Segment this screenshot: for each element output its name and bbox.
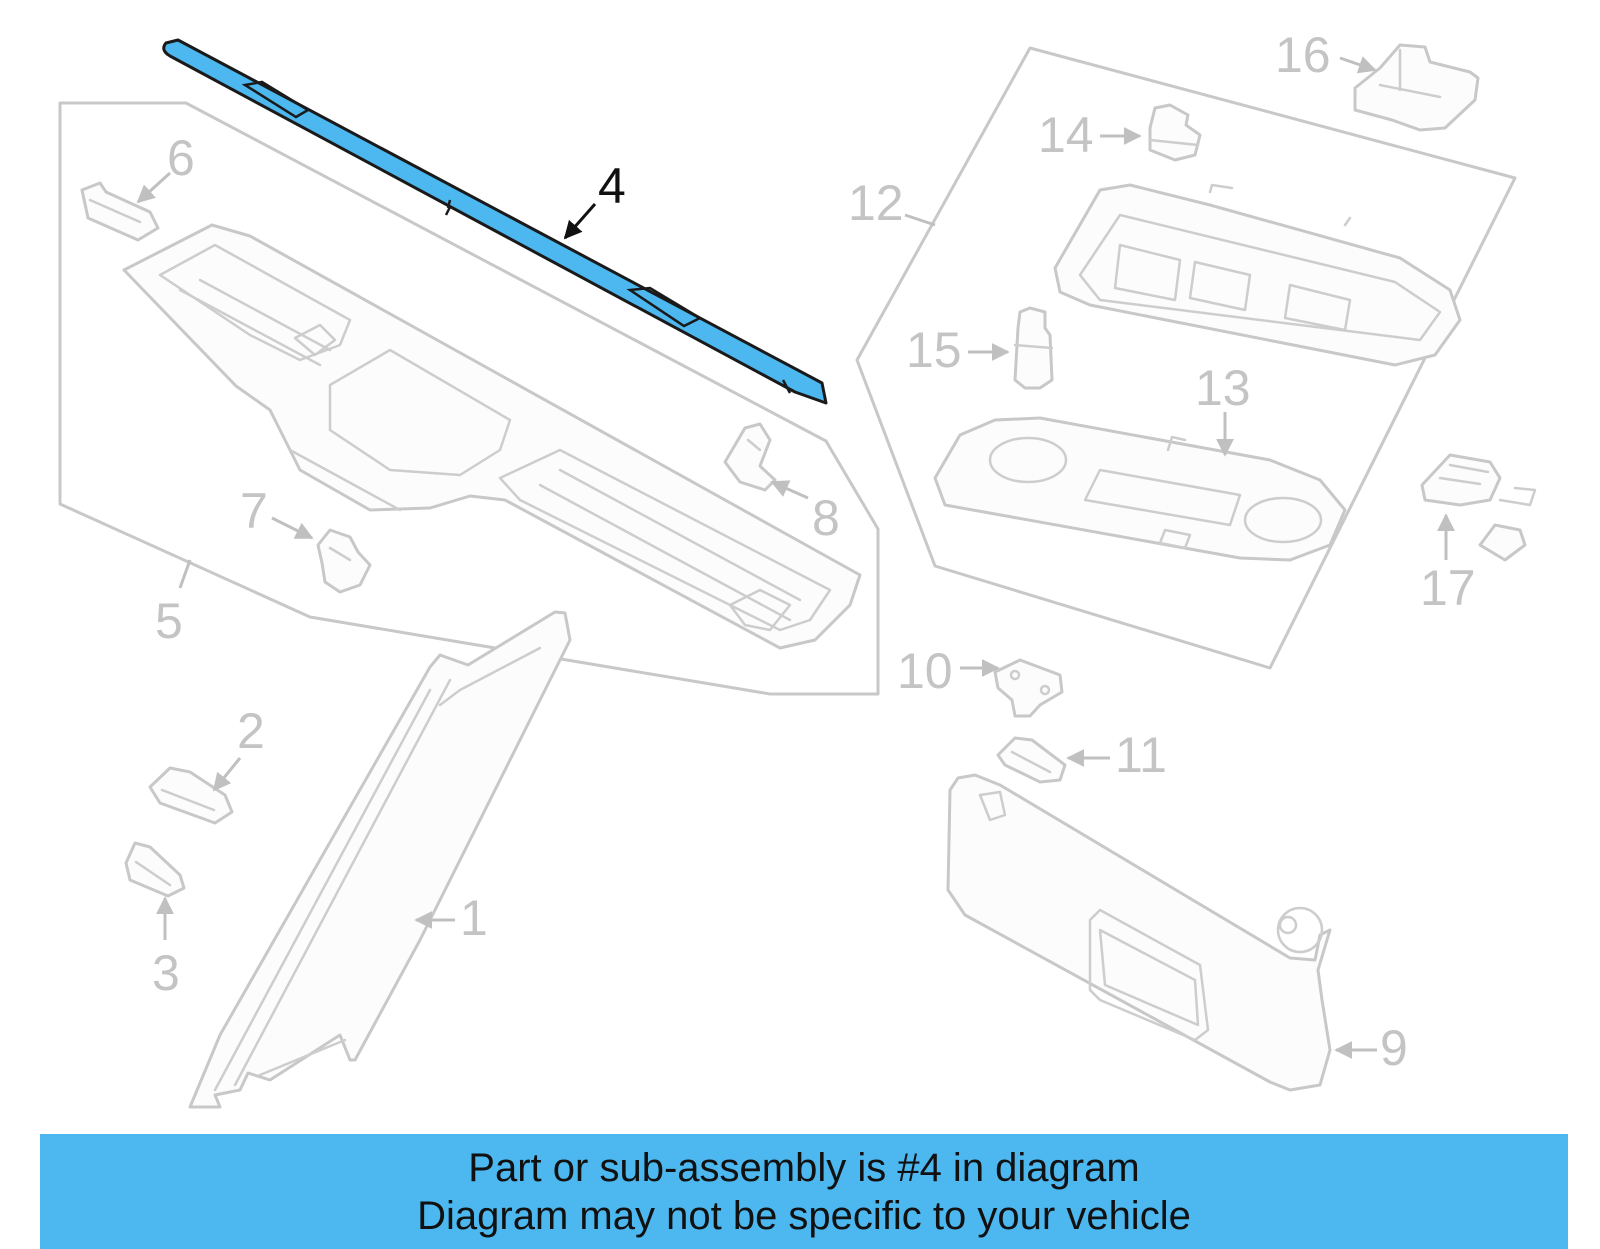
part-3-clip[interactable]: [124, 841, 186, 898]
part-5-headliner-trim[interactable]: [122, 223, 862, 650]
callout-16: 16: [1275, 27, 1331, 83]
part-12-overhead-console[interactable]: [1053, 183, 1462, 367]
callout-15: 15: [906, 322, 962, 378]
callout-11: 11: [1115, 727, 1167, 783]
callout-9: 9: [1380, 1020, 1408, 1076]
part-17-connector[interactable]: [1420, 453, 1537, 562]
group-5-panel-outline: [58, 101, 880, 696]
callout-13: 13: [1195, 360, 1251, 416]
leader-7: [271, 516, 314, 540]
part-9-sun-visor[interactable]: [946, 773, 1332, 1092]
part-15-bulb[interactable]: [1013, 306, 1054, 390]
group-12-panel-outline: [855, 46, 1517, 670]
part-16-switch[interactable]: [1353, 43, 1480, 132]
leader-12: [904, 213, 936, 227]
callout-6: 6: [167, 130, 195, 186]
callout-8: 8: [812, 490, 840, 546]
callout-1: 1: [460, 890, 488, 946]
leader-5: [178, 559, 192, 589]
callout-12: 12: [848, 175, 904, 231]
part-7-fastener[interactable]: [316, 528, 372, 594]
leader-16: [1339, 56, 1377, 74]
info-banner: Part or sub-assembly is #4 in diagram Di…: [40, 1134, 1568, 1249]
leader-4: [563, 203, 597, 240]
callout-5: 5: [155, 593, 183, 649]
callout-7: 7: [240, 483, 268, 539]
part-10-bracket[interactable]: [993, 658, 1064, 718]
part-6-clip[interactable]: [80, 181, 160, 242]
banner-line-2: Diagram may not be specific to your vehi…: [417, 1193, 1191, 1238]
callout-10: 10: [897, 643, 953, 699]
callout-17: 17: [1420, 560, 1476, 616]
leader-6: [136, 171, 172, 204]
part-11-clip-holder[interactable]: [996, 736, 1067, 784]
part-4-garnish-strip[interactable]: [162, 38, 828, 405]
callout-4: 4: [598, 158, 626, 214]
leader-8: [770, 480, 809, 500]
callout-3: 3: [152, 945, 180, 1001]
banner-line-1: Part or sub-assembly is #4 in diagram: [468, 1145, 1140, 1190]
callout-14: 14: [1038, 107, 1094, 163]
part-13-console-bezel[interactable]: [933, 416, 1347, 562]
part-1-pillar-trim[interactable]: [188, 610, 572, 1109]
part-2-clip[interactable]: [148, 766, 234, 825]
part-14-cap[interactable]: [1148, 103, 1202, 162]
leader-2: [212, 757, 242, 792]
part-8-clip[interactable]: [723, 422, 777, 492]
callout-2: 2: [237, 703, 265, 759]
